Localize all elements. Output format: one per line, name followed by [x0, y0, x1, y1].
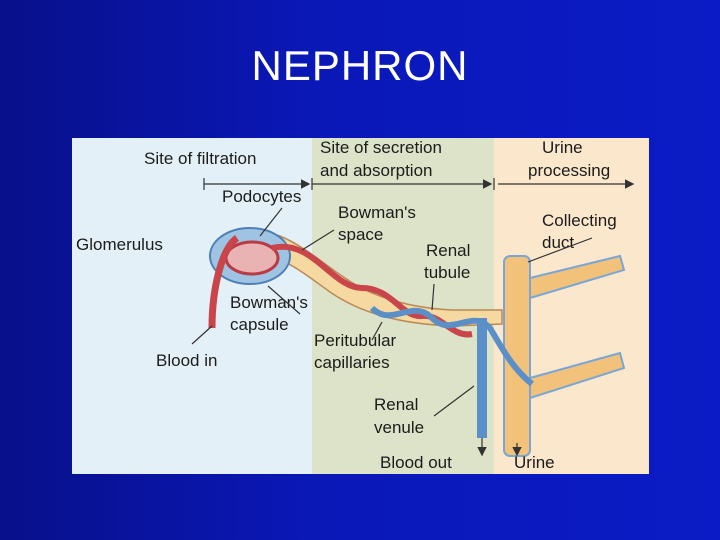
label-processing: processing — [528, 161, 610, 180]
peritubular-capillary-blue — [369, 305, 534, 387]
nephron-diagram-svg: Site of filtration Site of secretion and… — [72, 138, 649, 474]
label-site-of-filtration: Site of filtration — [144, 149, 256, 168]
label-glomerulus: Glomerulus — [76, 235, 163, 254]
label-bowmans-space-2: space — [338, 225, 383, 244]
label-blood-in: Blood in — [156, 351, 217, 370]
collecting-duct-shape — [503, 254, 626, 457]
label-urine: Urine — [514, 453, 555, 472]
label-bowmans-space-1: Bowman's — [338, 203, 416, 222]
blood-in-vessel — [208, 235, 240, 329]
label-renal-tubule-1: Renal — [426, 241, 470, 260]
label-bowmans-capsule-1: Bowman's — [230, 293, 308, 312]
label-renal-tubule-2: tubule — [424, 263, 470, 282]
label-renal-venule-1: Renal — [374, 395, 418, 414]
label-urine-heading: Urine — [542, 138, 583, 157]
label-blood-out: Blood out — [380, 453, 452, 472]
slide-title: NEPHRON — [251, 42, 469, 89]
label-site-of-secretion: Site of secretion — [320, 138, 442, 157]
leader-lines — [191, 207, 593, 457]
zone-filtration — [72, 138, 312, 474]
label-renal-venule-2: venule — [374, 418, 424, 437]
label-bowmans-capsule-2: capsule — [230, 315, 289, 334]
label-peritubular-1: Peritubular — [314, 331, 397, 350]
nephron-diagram: Site of filtration Site of secretion and… — [72, 138, 649, 474]
label-peritubular-2: capillaries — [314, 353, 390, 372]
label-and-absorption: and absorption — [320, 161, 432, 180]
label-podocytes: Podocytes — [222, 187, 301, 206]
label-collecting-1: Collecting — [542, 211, 617, 230]
label-collecting-2: duct — [542, 233, 574, 252]
region-span-arrows — [203, 178, 635, 190]
